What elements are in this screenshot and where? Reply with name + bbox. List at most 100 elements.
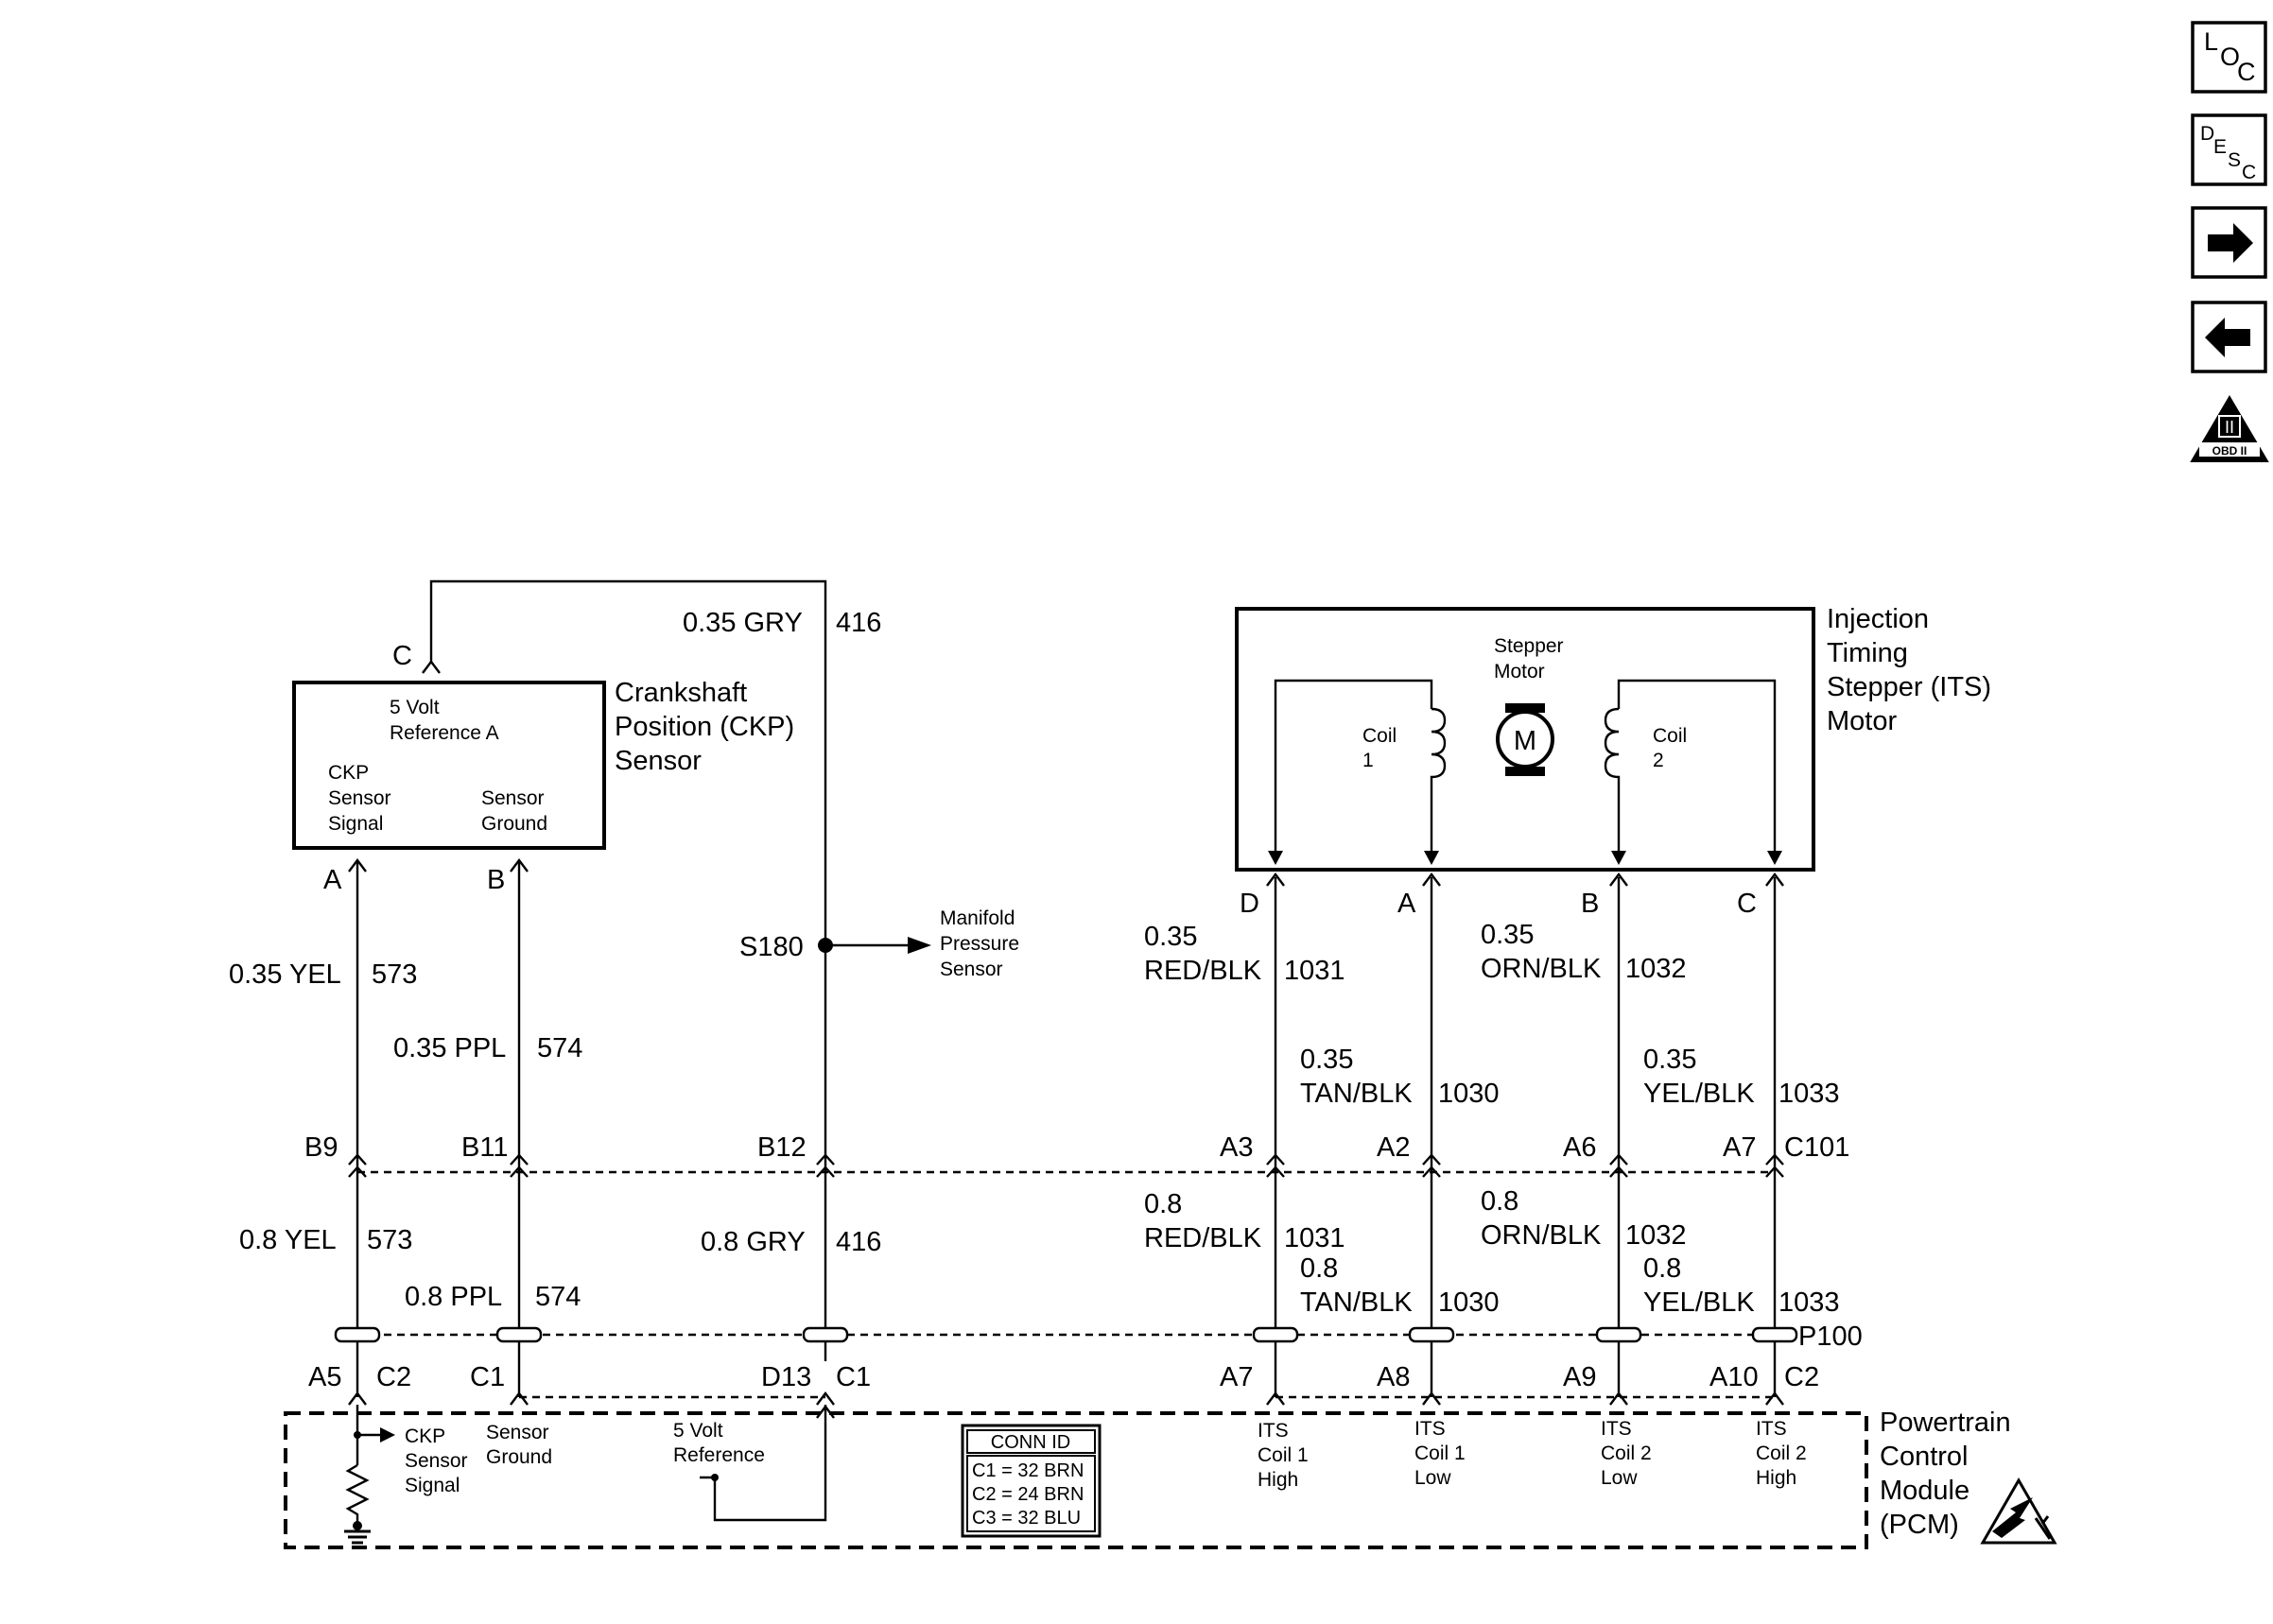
manifold-pressure-sensor-label: Manifold Pressure Sensor — [940, 907, 1025, 980]
conn-id-title: CONN ID — [991, 1432, 1070, 1453]
loc-letter-o: O — [2220, 43, 2240, 71]
wire-gry-lower-circuit: 416 — [836, 1227, 881, 1257]
connector-c101: B9 B11 B12 A3 A2 A6 A7 C101 — [304, 1132, 1849, 1178]
wire-tanblk-lower-circuit: 1030 — [1438, 1287, 1500, 1318]
prev-arrow-button[interactable] — [2191, 301, 2267, 373]
splice-s180-label: S180 — [739, 932, 804, 962]
stepper-motor-label: Stepper Motor — [1494, 635, 1569, 682]
arrow-left-icon — [2205, 318, 2250, 357]
ref-wire-416 — [422, 579, 931, 1361]
c101-pin-b12: B12 — [757, 1132, 807, 1163]
wire-yel-lower-label: 0.8 YEL — [239, 1225, 337, 1255]
desc-letter-c: C — [2242, 162, 2256, 183]
pcm-title: Powertrain Control Module (PCM) — [1880, 1408, 2019, 1540]
obd-ii-button[interactable]: II OBD II — [2190, 395, 2269, 462]
wire-tanblk-lower-label: 0.8 TAN/BLK — [1300, 1253, 1413, 1318]
coil2-label: Coil 2 — [1653, 725, 1692, 771]
c101-id-label: C101 — [1784, 1132, 1849, 1163]
ckp-ref-label: 5 Volt Reference A — [390, 697, 499, 744]
coil2-frame — [1617, 679, 1777, 862]
ckp-pin-a: A — [323, 865, 342, 895]
coil2-winding-icon — [1604, 707, 1621, 862]
ckp-pin-c: C — [392, 641, 412, 671]
coil1-winding-icon — [1430, 707, 1447, 862]
wire-ppl-lower-label: 0.8 PPL — [405, 1282, 502, 1312]
wire-ppl-upper-circuit: 574 — [537, 1033, 582, 1063]
wire-ornblk-lower-label: 0.8 ORN/BLK — [1481, 1186, 1602, 1251]
ckp-signal-arrow-icon — [380, 1427, 395, 1443]
c101-pin-b9: B9 — [304, 1132, 338, 1163]
desc-letter-e: E — [2213, 136, 2227, 158]
pcm-its-coil2-high-label: ITS Coil 2 High — [1756, 1418, 1813, 1489]
c101-pin-marks — [348, 1153, 1784, 1178]
desc-button[interactable]: D E S C — [2191, 113, 2267, 186]
pcm-pin-marks — [348, 1391, 1784, 1406]
obd-roman-label: II — [2225, 418, 2234, 437]
wire-tanblk-upper-label: 0.35 TAN/BLK — [1300, 1045, 1413, 1109]
ckp-sensor-box — [292, 681, 606, 850]
its-motor-box — [1235, 607, 1815, 872]
wire-yel-upper-circuit: 573 — [372, 959, 417, 990]
pcm-vref-label: 5 Volt Reference — [673, 1420, 765, 1466]
wire-yel-upper-label: 0.35 YEL — [229, 959, 341, 990]
its-motor: Injection Timing Stepper (ITS) Motor Ste… — [1235, 604, 1999, 919]
ckp-ground-wire — [510, 858, 529, 1397]
wire-yelblk-lower-circuit: 1033 — [1778, 1287, 1840, 1318]
pcm-its-coil1-low-label: ITS Coil 1 Low — [1414, 1418, 1471, 1489]
wire-redblk-upper-circuit: 1031 — [1284, 956, 1345, 986]
loc-letter-l: L — [2204, 27, 2218, 56]
c101-pin-a6: A6 — [1563, 1132, 1596, 1163]
c101-pin-a2: A2 — [1377, 1132, 1410, 1163]
arrow-right-icon — [2208, 223, 2253, 263]
pcm-pin-a5-conn: C2 — [376, 1362, 411, 1392]
its-pin-c: C — [1737, 889, 1757, 919]
conn-id-row-c1: C1 = 32 BRN — [972, 1460, 1084, 1481]
pcm-sensor-ground-label: Sensor Ground — [486, 1422, 554, 1468]
wire-ornblk-upper-circuit: 1032 — [1625, 954, 1687, 984]
its-wires — [1266, 872, 1784, 1397]
wire-ornblk-lower-circuit: 1032 — [1625, 1220, 1687, 1251]
wire-gry-upper-circuit: 416 — [836, 608, 881, 638]
motor-m-label: M — [1514, 726, 1536, 756]
pcm-pin-d13-conn: C1 — [836, 1362, 871, 1392]
pcm-box — [284, 1411, 1868, 1549]
coil1-label: Coil 1 — [1362, 725, 1402, 771]
wire-gry-lower-label: 0.8 GRY — [701, 1227, 806, 1257]
pcm-pin-a9: A9 — [1563, 1362, 1596, 1392]
pcm-pin-a8: A8 — [1377, 1362, 1410, 1392]
pcm-vref-circuit — [700, 1405, 827, 1522]
pcm-pin-a5: A5 — [308, 1362, 341, 1392]
loc-button[interactable]: L O C — [2191, 21, 2267, 94]
next-arrow-button[interactable] — [2191, 206, 2267, 279]
ckp-sensor: Crankshaft Position (CKP) Sensor 5 Volt … — [292, 641, 802, 895]
wire-redblk-lower-label: 0.8 RED/BLK — [1144, 1189, 1262, 1253]
p100-id-label: P100 — [1798, 1322, 1863, 1352]
pcm-ckp-signal-label: CKP Sensor Signal — [405, 1425, 473, 1496]
its-pin-a: A — [1397, 889, 1416, 919]
coil1-frame — [1274, 679, 1433, 862]
arrow-to-map-icon — [908, 937, 931, 954]
pcm-module: Powertrain Control Module (PCM) CKP Sens… — [284, 1405, 2057, 1549]
wire-yelblk-upper-label: 0.35 YEL/BLK — [1643, 1045, 1755, 1109]
connector-p100: P100 — [334, 1322, 1863, 1352]
c101-pin-b11: B11 — [461, 1132, 508, 1163]
its-pin-d: D — [1240, 889, 1259, 919]
wire-ppl-upper-label: 0.35 PPL — [393, 1033, 506, 1063]
wire-yelblk-upper-circuit: 1033 — [1778, 1079, 1840, 1109]
esd-warning-icon — [1980, 1477, 2057, 1545]
ground-symbol-icon — [344, 1521, 371, 1545]
c101-pin-a3: A3 — [1220, 1132, 1253, 1163]
ckp-sensor-title: Crankshaft Position (CKP) Sensor — [615, 678, 802, 776]
wire-yel-lower-circuit: 573 — [367, 1225, 412, 1255]
pcm-pin-a7: A7 — [1220, 1362, 1253, 1392]
obd-text-label: OBD II — [2212, 444, 2247, 458]
wire-gry-upper-label: 0.35 GRY — [683, 608, 803, 638]
ckp-ground-label: Sensor Ground — [481, 787, 549, 835]
wire-ornblk-upper-label: 0.35 ORN/BLK — [1481, 920, 1602, 984]
p100-terminals — [334, 1326, 1798, 1343]
desc-letter-d: D — [2200, 123, 2214, 145]
ckp-pin-b: B — [487, 865, 505, 895]
its-motor-title: Injection Timing Stepper (ITS) Motor — [1827, 604, 1999, 736]
conn-id-row-c3: C3 = 32 BLU — [972, 1508, 1081, 1529]
